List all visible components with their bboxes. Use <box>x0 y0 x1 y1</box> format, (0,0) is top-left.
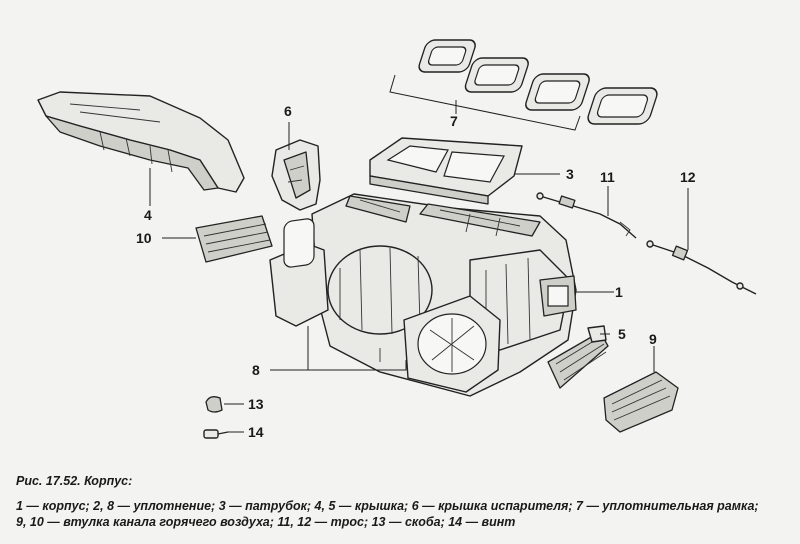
caption-legend: 1 — корпус; 2, 8 — уплотнение; 3 — патру… <box>16 498 792 530</box>
callout-11: 11 <box>600 169 615 185</box>
legend-line-1: 1 — корпус; 2, 8 — уплотнение; 3 — патру… <box>16 499 759 513</box>
callout-9: 9 <box>649 331 657 347</box>
part-14-screw <box>203 429 229 439</box>
part-4-duct-cover <box>37 91 245 193</box>
leader-8 <box>307 326 407 371</box>
callout-13: 13 <box>248 396 264 412</box>
part-10-sleeve <box>195 215 273 263</box>
part-11-cable <box>536 192 637 239</box>
exploded-parts-diagram: 1 3 4 5 6 7 8 9 10 11 12 13 14 <box>37 39 757 440</box>
callout-3: 3 <box>566 166 574 182</box>
callout-1: 1 <box>615 284 623 300</box>
callout-14: 14 <box>248 424 264 440</box>
callout-7: 7 <box>450 113 458 129</box>
caption-title: Рис. 17.52. Корпус: <box>16 474 133 488</box>
callout-10: 10 <box>136 230 152 246</box>
part-3-nozzle <box>369 137 523 205</box>
part-7-seal-frames <box>418 39 658 125</box>
leader-7 <box>389 74 581 131</box>
callout-6: 6 <box>284 103 292 119</box>
part-5-cover <box>547 325 609 389</box>
part-13-clip <box>205 396 223 413</box>
part-12-cable <box>646 240 757 295</box>
legend-line-2: 9, 10 — втулка канала горячего воздуха; … <box>16 515 516 529</box>
part-9-sleeve <box>603 371 679 433</box>
callout-12: 12 <box>680 169 696 185</box>
callout-8: 8 <box>252 362 260 378</box>
figure-caption: Рис. 17.52. Корпус: 1 — корпус; 2, 8 — у… <box>8 474 792 538</box>
part-1-housing <box>311 193 577 397</box>
part-6-evaporator-cover <box>271 139 321 211</box>
part-8-seals <box>269 218 501 393</box>
callout-4: 4 <box>144 207 152 223</box>
callout-5: 5 <box>618 326 626 342</box>
